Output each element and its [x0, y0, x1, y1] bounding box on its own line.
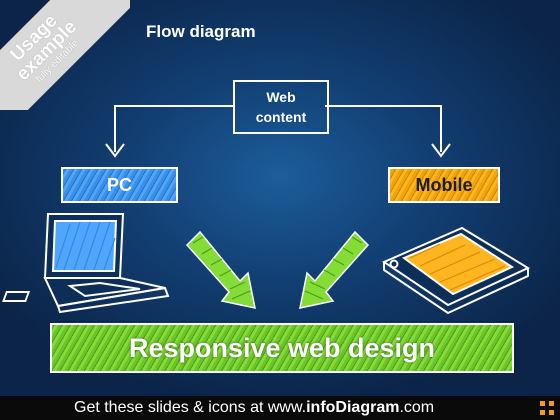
mobile-label: Mobile: [415, 174, 473, 195]
pc-label: PC: [106, 174, 132, 195]
responsive-web-design-label: Responsive web design: [128, 332, 436, 363]
web-content-box: Web content: [233, 80, 329, 134]
right-arrowhead-icon: [431, 143, 451, 158]
footer-brand: infoDiagram: [306, 399, 400, 416]
pc-label-box: PC: [61, 167, 178, 203]
left-arrowhead-icon: [105, 143, 125, 158]
tablet-icon: [381, 226, 531, 315]
responsive-web-design-box: Responsive web design: [50, 323, 514, 373]
left-diagonal-arrow-icon: [185, 230, 256, 309]
footer-bar: Get these slides & icons at www.infoDiag…: [0, 396, 560, 420]
web-content-line-1: Web: [266, 89, 296, 105]
connector-lines: [105, 105, 451, 158]
page-title: Flow diagram: [146, 22, 256, 41]
web-content-line-2: content: [255, 109, 307, 125]
left-connector: [114, 105, 233, 152]
laptop-icon: [2, 213, 170, 314]
mobile-label-box: Mobile: [388, 167, 500, 203]
infodiagram-logo-icon: [540, 401, 554, 415]
footer-prefix: Get these slides & icons at www.: [74, 399, 307, 416]
footer-suffix: .com: [399, 399, 435, 416]
right-diagonal-arrow-icon: [299, 230, 370, 309]
right-connector: [325, 105, 442, 152]
